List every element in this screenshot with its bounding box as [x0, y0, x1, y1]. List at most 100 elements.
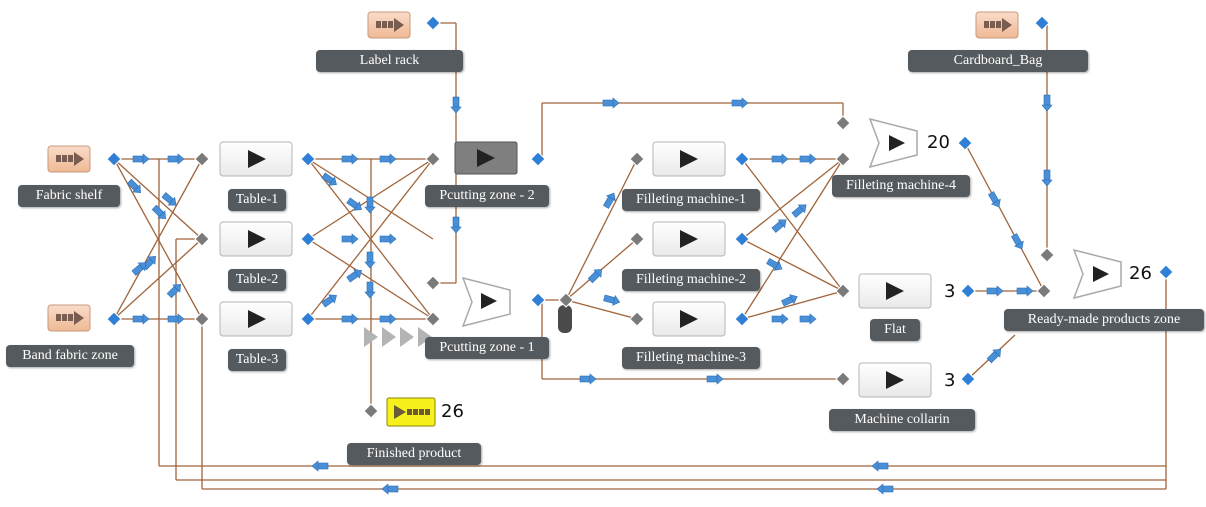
- flow-arrow-icon: [603, 294, 621, 306]
- flow-arrow-icon: [126, 178, 141, 193]
- flow-arrow-icon: [987, 191, 1001, 208]
- label-rack-source-block[interactable]: [367, 11, 411, 39]
- flow-arrow-icon: [321, 294, 337, 308]
- output-port-icon[interactable]: [106, 151, 122, 167]
- flow-arrow-icon: [766, 257, 783, 271]
- junctions: [194, 115, 1055, 419]
- machine-collarin-count: 3: [944, 370, 956, 391]
- flat-count: 3: [944, 281, 956, 302]
- junction-icon[interactable]: [194, 231, 210, 247]
- finished-product-label: Finished product: [347, 443, 481, 465]
- table-1-block[interactable]: [219, 141, 293, 177]
- output-port-icon[interactable]: [425, 15, 441, 31]
- flow-arrow-icon: [799, 153, 817, 165]
- junction-icon[interactable]: [425, 311, 441, 327]
- flow-arrow-icon: [587, 269, 602, 284]
- flow-arrow-icon: [706, 373, 724, 385]
- flow-arrow-icon: [1041, 94, 1053, 112]
- output-port-icon[interactable]: [957, 135, 973, 151]
- ready-made-products-zone-label: Ready-made products zone: [1004, 309, 1204, 331]
- output-port-icon[interactable]: [734, 231, 750, 247]
- junction-icon[interactable]: [629, 231, 645, 247]
- flow-arrow-icon: [579, 373, 597, 385]
- output-port-icon[interactable]: [106, 311, 122, 327]
- filleting-machine-2-label: Filleting machine-2: [622, 269, 760, 291]
- table-2-block[interactable]: [219, 221, 293, 257]
- flow-arrows: [126, 94, 1053, 495]
- output-port-icon[interactable]: [1034, 15, 1050, 31]
- flow-arrow-icon: [876, 483, 894, 495]
- junction-icon[interactable]: [835, 151, 851, 167]
- pcutting-zone-2-block[interactable]: [454, 141, 518, 175]
- junction-icon[interactable]: [629, 311, 645, 327]
- junction-icon[interactable]: [835, 115, 851, 131]
- flat-label: Flat: [870, 319, 920, 341]
- flow-arrow-icon: [346, 197, 362, 211]
- band-fabric-zone-label: Band fabric zone: [6, 345, 134, 367]
- output-port-icon[interactable]: [300, 311, 316, 327]
- junction-icon[interactable]: [194, 311, 210, 327]
- output-port-icon[interactable]: [530, 292, 546, 308]
- output-port-icon[interactable]: [300, 231, 316, 247]
- output-port-icon[interactable]: [960, 283, 976, 299]
- fabric-shelf-label: Fabric shelf: [18, 185, 120, 207]
- output-port-icon[interactable]: [300, 151, 316, 167]
- output-port-icon[interactable]: [734, 151, 750, 167]
- filleting-machine-3-block[interactable]: [652, 301, 726, 337]
- junction-icon[interactable]: [363, 403, 379, 419]
- flow-arrow-icon: [161, 192, 177, 206]
- ready-made-zone-queue-block[interactable]: [1072, 248, 1122, 300]
- label-rack-label: Label rack: [316, 50, 463, 72]
- flow-arrow-icon: [771, 219, 787, 233]
- junction-icon[interactable]: [194, 151, 210, 167]
- filleting-machine-4-queue-count: 20: [927, 132, 950, 153]
- junction-icon[interactable]: [558, 292, 574, 308]
- cardboard-bag-source-block[interactable]: [975, 11, 1019, 39]
- flow-arrow-icon: [364, 281, 376, 299]
- pcutting-zone-2-label: Pcutting zone - 2: [425, 185, 549, 207]
- flow-arrow-icon: [986, 285, 1004, 297]
- flow-arrow-icon: [1016, 285, 1034, 297]
- output-port-icon[interactable]: [1158, 264, 1174, 280]
- filleting-machine-1-block[interactable]: [652, 141, 726, 177]
- junction-icon[interactable]: [835, 283, 851, 299]
- flat-block[interactable]: [858, 273, 932, 309]
- machine-collarin-block[interactable]: [858, 362, 932, 398]
- flow-arrow-icon: [381, 483, 399, 495]
- flow-arrow-icon: [167, 313, 185, 325]
- band-fabric-zone-source-block[interactable]: [47, 304, 91, 332]
- cardboard-bag-label: Cardboard_Bag: [908, 50, 1088, 72]
- junction-icon[interactable]: [835, 371, 851, 387]
- filleting-machine-4-label: Filleting machine-4: [832, 175, 970, 197]
- junction-icon[interactable]: [629, 151, 645, 167]
- flow-arrow-icon: [379, 313, 397, 325]
- table-3-label: Table-3: [228, 349, 286, 371]
- junction-icon[interactable]: [1039, 247, 1055, 263]
- flow-arrow-icon: [771, 153, 789, 165]
- flow-arrow-icon: [341, 153, 359, 165]
- flow-arrow-icon: [131, 262, 147, 276]
- flow-arrow-icon: [311, 460, 329, 472]
- flow-arrow-icon: [321, 172, 337, 186]
- flow-arrow-icon: [132, 153, 150, 165]
- junction-icon[interactable]: [1036, 283, 1052, 299]
- flow-arrow-icon: [871, 460, 889, 472]
- junction-icon[interactable]: [425, 151, 441, 167]
- finished-product-count: 26: [441, 401, 464, 422]
- filleting-machine-2-block[interactable]: [652, 221, 726, 257]
- flow-arrow-icon: [364, 251, 376, 269]
- table-3-block[interactable]: [219, 301, 293, 337]
- flow-arrow-icon: [602, 192, 616, 209]
- fabric-shelf-source-block[interactable]: [47, 145, 91, 173]
- filleting-machine-4-queue-block[interactable]: [868, 117, 918, 169]
- junction-icon[interactable]: [425, 275, 441, 291]
- pcutting-zone-1-queue-block[interactable]: [461, 276, 511, 328]
- flow-arrow-icon: [341, 233, 359, 245]
- flow-arrow-icon: [346, 269, 362, 283]
- output-port-icon[interactable]: [734, 311, 750, 327]
- machine-collarin-label: Machine collarin: [829, 409, 975, 431]
- output-port-icon[interactable]: [530, 151, 546, 167]
- output-port-icon[interactable]: [960, 371, 976, 387]
- flow-direction-chevrons: [364, 327, 432, 347]
- finished-product-sink-block[interactable]: [386, 397, 436, 427]
